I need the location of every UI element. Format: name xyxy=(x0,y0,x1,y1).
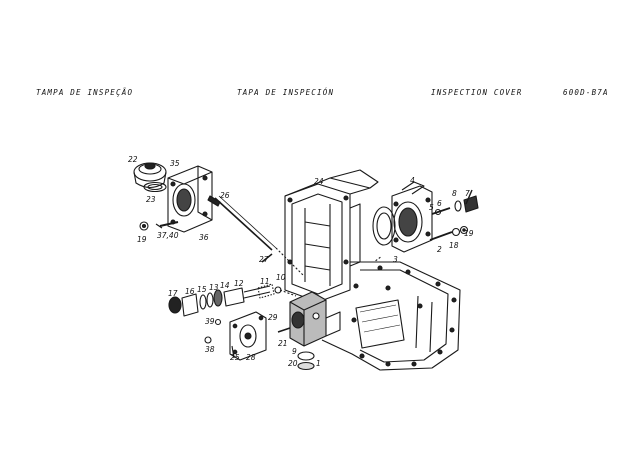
callout-8: 8 xyxy=(452,189,457,198)
part-23-gasket xyxy=(143,181,167,193)
part-2-bolt xyxy=(429,231,453,241)
callout-5: 5 xyxy=(429,203,434,212)
callout-37-40: 37,40 xyxy=(157,231,179,240)
title-spanish: TAPA DE INSPECIÓN xyxy=(237,88,335,97)
callout-28: 28 xyxy=(246,353,256,362)
callout-3: 3 xyxy=(393,255,398,264)
part-8-plug xyxy=(454,189,479,213)
callout-2: 2 xyxy=(437,245,442,254)
title-portuguese: TAMPA DE INSPEÇÃO xyxy=(36,88,134,97)
part-4-round-cover xyxy=(391,181,433,253)
callout-14: 14 xyxy=(220,281,230,290)
part-26-dipstick xyxy=(207,195,305,277)
callout-22: 22 xyxy=(128,155,138,164)
callout-29: 29 xyxy=(268,313,278,322)
callout-38: 38 xyxy=(205,345,215,354)
part-27-tube xyxy=(261,253,273,263)
callout-19-left: 19 xyxy=(137,235,147,244)
callout-19-right: 19 xyxy=(464,229,474,238)
callout-10: 10 xyxy=(276,273,286,282)
callout-39: 39 xyxy=(205,317,215,326)
diagram-code: 600D-B7A xyxy=(563,88,609,97)
callout-1: 1 xyxy=(316,359,321,368)
callout-4: 4 xyxy=(410,176,415,185)
part-20-washer xyxy=(297,361,315,371)
callout-35: 35 xyxy=(170,159,180,168)
main-housing xyxy=(284,169,461,371)
part-19-washer xyxy=(139,221,149,231)
part-38-washer xyxy=(204,336,212,344)
callout-11: 11 xyxy=(260,277,270,286)
callout-26: 26 xyxy=(220,191,230,200)
part-35-flange xyxy=(167,165,213,233)
gasket-ring xyxy=(372,206,396,246)
callout-25: 25 xyxy=(230,353,240,362)
callout-7: 7 xyxy=(465,189,470,198)
part-22-cap xyxy=(133,162,167,189)
part-5-bolt xyxy=(431,207,451,215)
callout-24: 24 xyxy=(314,177,324,186)
callout-15: 15 xyxy=(197,285,207,294)
title-english: INSPECTION COVER xyxy=(431,88,523,97)
callout-20: 20 xyxy=(288,359,298,368)
part-19-washer-right xyxy=(459,225,469,235)
part-9-ring xyxy=(297,351,315,361)
callout-9: 9 xyxy=(292,347,297,356)
callout-27: 27 xyxy=(259,255,269,264)
callout-36: 36 xyxy=(199,233,209,242)
callout-6: 6 xyxy=(437,199,442,208)
shaft-assembly xyxy=(168,283,282,317)
callout-13: 13 xyxy=(209,283,219,292)
callout-21: 21 xyxy=(278,339,288,348)
part-25-stud xyxy=(231,345,235,359)
part-37-bolt xyxy=(159,221,179,227)
callout-12: 12 xyxy=(234,279,244,288)
part-28-plate xyxy=(229,311,267,361)
callout-23: 23 xyxy=(146,195,156,204)
callout-18: 18 xyxy=(449,241,459,250)
part-21-pump-body xyxy=(289,291,341,347)
callout-16: 16 xyxy=(185,287,195,296)
part-39-nut xyxy=(214,318,222,326)
callout-17: 17 xyxy=(168,289,178,298)
